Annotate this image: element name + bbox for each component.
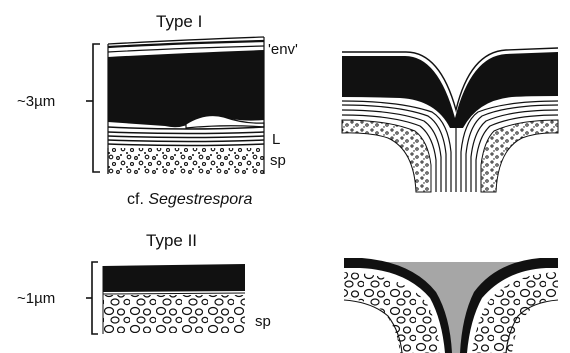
type1-title: Type I xyxy=(156,13,202,30)
type2-germination-diagram xyxy=(344,258,558,353)
type1-scale-label: ~3µm xyxy=(17,94,55,109)
type1-spore-layer xyxy=(108,148,264,174)
type2-spore-layer xyxy=(103,295,245,333)
type1-caption-genus: Segestrespora xyxy=(148,191,252,208)
type2-title: Type II xyxy=(146,232,197,249)
type1-wall-section xyxy=(86,37,264,174)
type1-env-label: 'env' xyxy=(268,42,298,57)
type1-caption-prefix: cf. xyxy=(127,191,144,208)
type2-scale-bracket xyxy=(92,262,98,334)
type1-germination-diagram xyxy=(342,48,558,192)
type2-wall-section xyxy=(86,262,245,334)
type1-sp-label: sp xyxy=(270,153,286,168)
type1-l-label: L xyxy=(272,132,280,147)
type1-dark-layer xyxy=(108,50,264,127)
type2-scale-label: ~1µm xyxy=(17,291,55,306)
type2-sp-label: sp xyxy=(255,314,271,329)
type1-scale-bracket xyxy=(93,44,100,172)
type2-dark-layer xyxy=(103,264,245,292)
type1-caption: cf. Segestrespora xyxy=(127,192,252,208)
